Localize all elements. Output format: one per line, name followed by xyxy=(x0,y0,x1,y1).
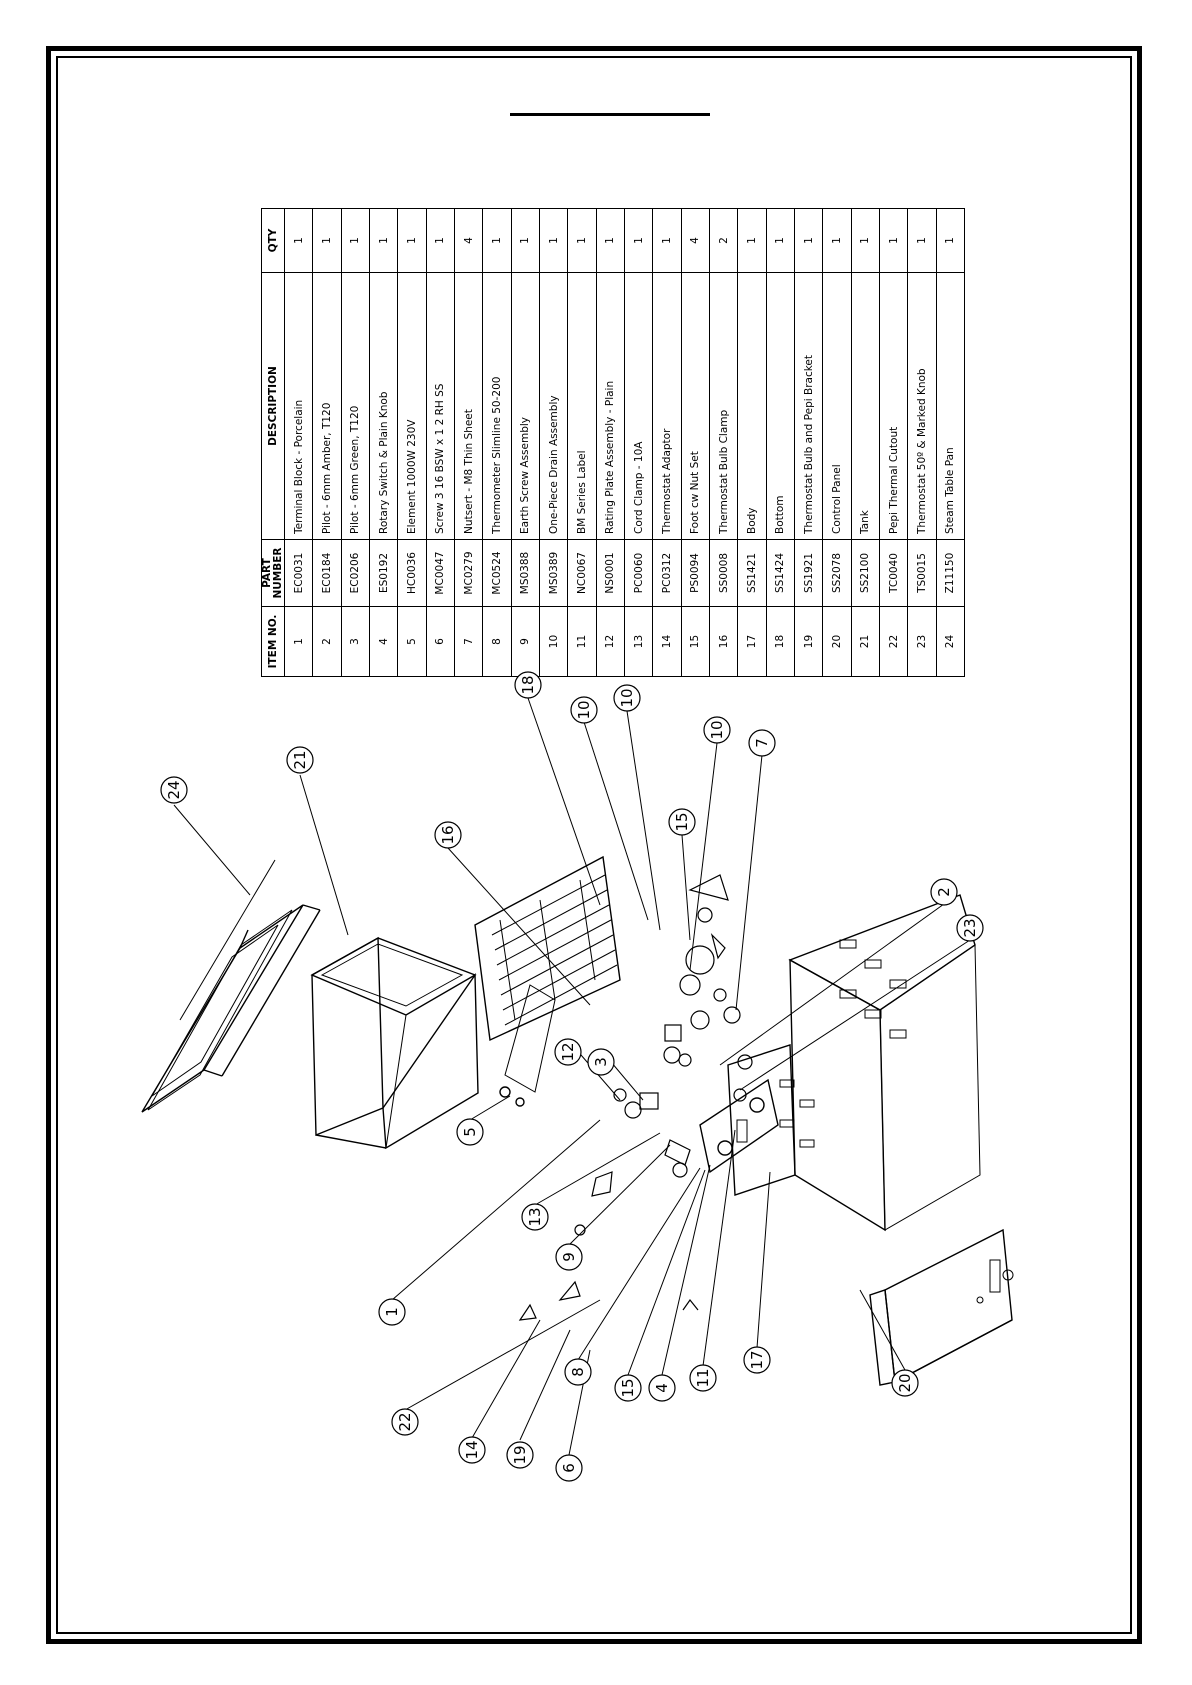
steam-table-pan-part xyxy=(141,859,321,1113)
balloon-number: 21 xyxy=(291,750,309,769)
balloon-number: 10 xyxy=(575,700,593,719)
callout-balloon: 15 xyxy=(614,1374,642,1402)
balloon-circle xyxy=(891,1369,919,1397)
callout-balloon: 16 xyxy=(434,821,462,849)
callout-leader-lines xyxy=(173,697,971,1456)
drawing-border-inner xyxy=(56,56,1132,1634)
balloon-circle xyxy=(743,1346,771,1374)
balloon-circle xyxy=(930,878,958,906)
callout-balloon: 6 xyxy=(555,1454,583,1482)
balloon-circle xyxy=(378,1298,406,1326)
callout-balloon: 20 xyxy=(891,1369,919,1397)
callout-balloon: 3 xyxy=(587,1048,615,1076)
balloon-number: 13 xyxy=(526,1207,544,1226)
callout-balloon: 10 xyxy=(703,716,731,744)
callout-balloon: 8 xyxy=(564,1358,592,1386)
balloon-number: 6 xyxy=(560,1463,578,1473)
callout-balloon: 13 xyxy=(521,1203,549,1231)
small-components-cluster xyxy=(518,874,753,1321)
balloon-number: 15 xyxy=(619,1378,637,1397)
body-frame-part xyxy=(727,894,981,1232)
callout-balloon: 15 xyxy=(668,808,696,836)
balloon-circle xyxy=(613,684,641,712)
callout-balloons: 24 21 16 18 10 10 10 7 15 2 23 12 3 5 1 13 9 22 14 19 6 8 15 4 1… xyxy=(160,671,984,1482)
balloon-number: 10 xyxy=(618,688,636,707)
balloon-number: 12 xyxy=(559,1042,577,1061)
callout-balloon: 23 xyxy=(956,914,984,942)
balloon-number: 8 xyxy=(569,1367,587,1377)
callout-balloon: 9 xyxy=(555,1243,583,1271)
balloon-circle xyxy=(391,1408,419,1436)
balloon-number: 19 xyxy=(511,1445,529,1464)
balloon-circle xyxy=(564,1358,592,1386)
balloon-circle xyxy=(434,821,462,849)
callout-balloon: 21 xyxy=(286,746,314,774)
balloon-number: 9 xyxy=(560,1252,578,1262)
balloon-number: 24 xyxy=(165,780,183,799)
balloon-number: 20 xyxy=(896,1373,914,1392)
balloon-circle xyxy=(555,1243,583,1271)
balloon-number: 23 xyxy=(961,918,979,937)
callout-balloon: 2 xyxy=(930,878,958,906)
balloon-circle xyxy=(514,671,542,699)
balloon-circle xyxy=(956,914,984,942)
callout-balloon: 5 xyxy=(456,1118,484,1146)
callout-balloon: 17 xyxy=(743,1346,771,1374)
callout-balloon: 18 xyxy=(514,671,542,699)
element-part xyxy=(499,984,556,1107)
callout-balloon: 1 xyxy=(378,1298,406,1326)
bottom-grille-part xyxy=(474,855,621,1042)
tank-part xyxy=(310,936,479,1150)
balloon-number: 1 xyxy=(383,1307,401,1317)
balloon-circle xyxy=(160,776,188,804)
balloon-number: 22 xyxy=(396,1412,414,1431)
callout-balloon: 11 xyxy=(689,1364,717,1392)
balloon-number: 4 xyxy=(653,1383,671,1393)
control-panel-part xyxy=(869,1228,1014,1386)
callout-balloon: 24 xyxy=(160,776,188,804)
balloon-number: 5 xyxy=(461,1127,479,1137)
balloon-circle xyxy=(570,696,598,724)
balloon-circle xyxy=(587,1048,615,1076)
balloon-number: 11 xyxy=(694,1368,712,1387)
callout-balloon: 7 xyxy=(748,729,776,757)
balloon-circle xyxy=(648,1374,676,1402)
balloon-number: 17 xyxy=(748,1350,766,1369)
balloon-circle xyxy=(668,808,696,836)
callout-balloon: 4 xyxy=(648,1374,676,1402)
balloon-circle xyxy=(554,1038,582,1066)
balloon-circle xyxy=(703,716,731,744)
balloon-circle xyxy=(506,1441,534,1469)
callout-balloon: 10 xyxy=(613,684,641,712)
callout-balloon: 14 xyxy=(458,1436,486,1464)
balloon-number: 14 xyxy=(463,1440,481,1459)
balloon-number: 15 xyxy=(673,812,691,831)
balloon-circle xyxy=(748,729,776,757)
balloon-number: 7 xyxy=(753,738,771,748)
balloon-number: 10 xyxy=(708,720,726,739)
balloon-circle xyxy=(458,1436,486,1464)
balloon-number: 3 xyxy=(592,1057,610,1067)
callout-balloon: 12 xyxy=(554,1038,582,1066)
title-underline xyxy=(510,113,710,116)
balloon-circle xyxy=(614,1374,642,1402)
balloon-number: 16 xyxy=(439,825,457,844)
callout-balloon: 19 xyxy=(506,1441,534,1469)
balloon-circle xyxy=(521,1203,549,1231)
callout-balloon: 22 xyxy=(391,1408,419,1436)
balloon-number: 18 xyxy=(519,675,537,694)
balloon-number: 2 xyxy=(935,887,953,897)
balloon-circle xyxy=(286,746,314,774)
balloon-circle xyxy=(555,1454,583,1482)
balloon-circle xyxy=(456,1118,484,1146)
callout-balloon: 10 xyxy=(570,696,598,724)
balloon-circle xyxy=(689,1364,717,1392)
control-bracket-part xyxy=(699,1078,779,1174)
drawing-border-outer xyxy=(46,46,1142,1644)
